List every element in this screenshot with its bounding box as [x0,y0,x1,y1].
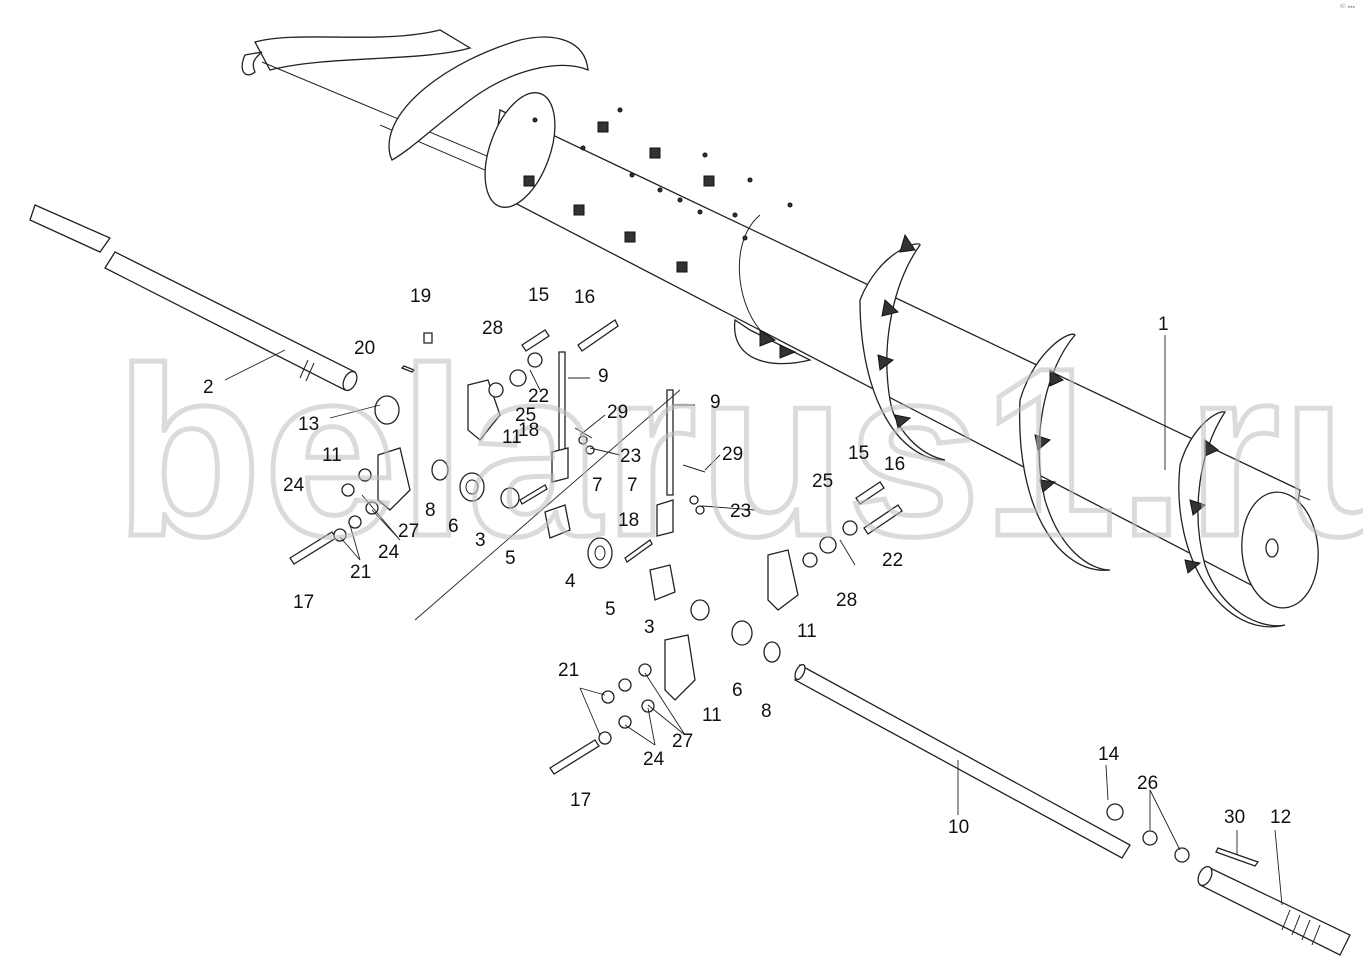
callout-16: 16 [884,454,905,475]
callout-9: 9 [710,392,721,413]
callout-10: 10 [948,817,969,838]
callout-13: 13 [298,414,319,435]
callout-7: 7 [592,475,603,496]
callout-6: 6 [448,516,459,537]
callout-1: 1 [1158,314,1169,335]
corner-mark: ᵃᴰ ▪▪▪ [1339,4,1355,11]
callout-labels: 1 2 3 3 4 5 5 6 6 7 7 8 8 9 9 10 11 11 1… [203,285,1291,838]
callout-24: 24 [378,542,400,563]
hub-components [289,319,1190,863]
callout-6: 6 [732,680,743,701]
watermark: belarus1.ru [115,318,1363,586]
callout-22: 22 [528,386,549,407]
callout-15: 15 [528,285,549,306]
callout-17: 17 [293,592,314,613]
auger-drum [241,29,1319,628]
callout-5: 5 [605,599,616,620]
callout-16: 16 [574,287,595,308]
callout-15: 15 [848,443,869,464]
callout-25: 25 [515,405,536,426]
callout-29: 29 [722,444,743,465]
callout-21: 21 [350,562,371,583]
callout-29: 29 [607,402,628,423]
shaft-10 [794,663,1131,859]
end-plate [1241,491,1319,609]
callout-17: 17 [570,790,591,811]
callout-30: 30 [1224,807,1245,828]
callout-19: 19 [410,286,431,307]
callout-28: 28 [836,590,857,611]
callout-8: 8 [761,701,772,722]
callout-11: 11 [502,427,522,448]
callout-27: 27 [672,731,693,752]
shaft-2 [29,204,358,392]
callout-18: 18 [518,420,539,441]
drum-fingers [523,107,793,273]
callout-14: 14 [1098,744,1120,765]
callout-5: 5 [505,548,516,569]
callout-23: 23 [620,446,641,467]
callout-11: 11 [797,621,817,642]
callout-9: 9 [598,366,609,387]
callout-7: 7 [627,475,638,496]
callout-26: 26 [1137,773,1158,794]
callout-24: 24 [283,475,305,496]
key-30 [1215,847,1260,867]
leader-lines [224,335,1283,906]
callout-22: 22 [882,550,903,571]
callout-3: 3 [644,617,655,638]
callout-11: 11 [702,705,722,726]
callout-2: 2 [203,377,214,398]
callout-27: 27 [398,521,419,542]
callout-4: 4 [565,571,576,592]
callout-20: 20 [354,338,375,359]
callout-25: 25 [812,471,833,492]
callout-28: 28 [482,318,503,339]
callout-24: 24 [643,749,665,770]
shaft-12 [1197,847,1351,956]
callout-23: 23 [730,501,751,522]
callout-21: 21 [558,660,579,681]
callout-3: 3 [475,530,486,551]
callout-11: 11 [322,445,342,466]
callout-8: 8 [425,500,436,521]
callout-12: 12 [1270,807,1291,828]
callout-18: 18 [618,510,639,531]
